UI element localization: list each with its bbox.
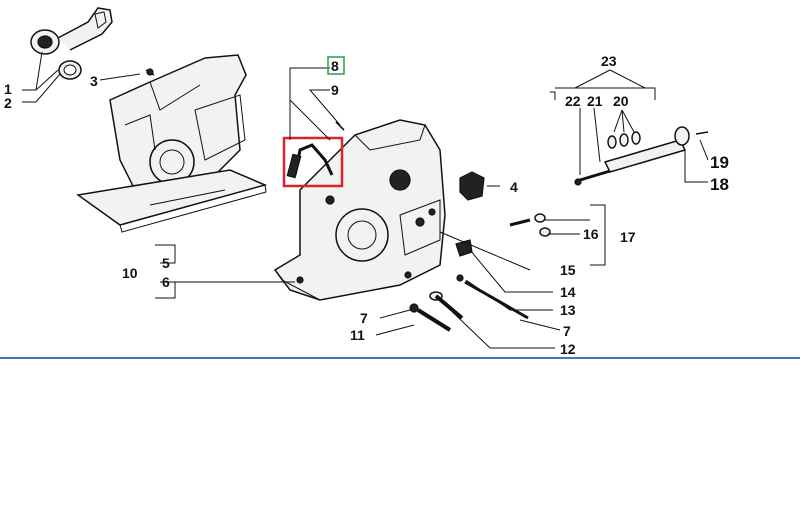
callout-7b: 7 bbox=[563, 323, 571, 339]
highlight-box bbox=[282, 136, 344, 188]
callout-1: 1 bbox=[4, 81, 12, 97]
callout-2: 2 bbox=[4, 95, 12, 111]
parts-diagram: 1 2 3 4 5 6 7 7 8 9 10 11 12 13 14 15 16… bbox=[4, 7, 729, 357]
callout-9: 9 bbox=[331, 82, 339, 98]
callout-10: 10 bbox=[122, 265, 138, 281]
label-8-box bbox=[327, 56, 345, 75]
callout-7a: 7 bbox=[360, 310, 368, 326]
pin-part-9 bbox=[335, 121, 345, 131]
right-crankcase-part bbox=[273, 119, 446, 301]
small-parts-right bbox=[409, 213, 551, 332]
callout-14: 14 bbox=[560, 284, 576, 300]
callout-6: 6 bbox=[162, 274, 170, 290]
section-divider bbox=[0, 357, 800, 359]
callout-13: 13 bbox=[560, 302, 576, 318]
blank-panel bbox=[0, 359, 800, 517]
callout-17: 17 bbox=[620, 229, 636, 245]
callout-4: 4 bbox=[510, 179, 518, 195]
callout-21: 21 bbox=[587, 93, 603, 109]
hose-part-8 bbox=[286, 143, 334, 179]
exploded-view-svg: 1 2 3 4 5 6 7 7 8 9 10 11 12 13 14 15 16… bbox=[4, 7, 729, 357]
callout-16: 16 bbox=[583, 226, 599, 242]
block-part-4 bbox=[459, 171, 485, 201]
callout-15: 15 bbox=[560, 262, 576, 278]
callout-22: 22 bbox=[565, 93, 581, 109]
screw-part-3 bbox=[145, 68, 155, 76]
callout-12: 12 bbox=[560, 341, 576, 357]
callout-8: 8 bbox=[331, 58, 339, 74]
callout-18: 18 bbox=[710, 175, 729, 194]
callout-5: 5 bbox=[162, 255, 170, 271]
callout-20: 20 bbox=[613, 93, 629, 109]
callout-23: 23 bbox=[601, 53, 617, 69]
oil-pump-assembly bbox=[574, 126, 709, 186]
callout-19: 19 bbox=[710, 153, 729, 172]
callout-11: 11 bbox=[350, 327, 365, 343]
left-crankcase-part bbox=[76, 54, 268, 233]
fuel-cap-part bbox=[30, 7, 113, 55]
callout-3: 3 bbox=[90, 73, 98, 89]
leader-lines bbox=[22, 51, 709, 349]
seal-ring-part bbox=[58, 60, 82, 80]
